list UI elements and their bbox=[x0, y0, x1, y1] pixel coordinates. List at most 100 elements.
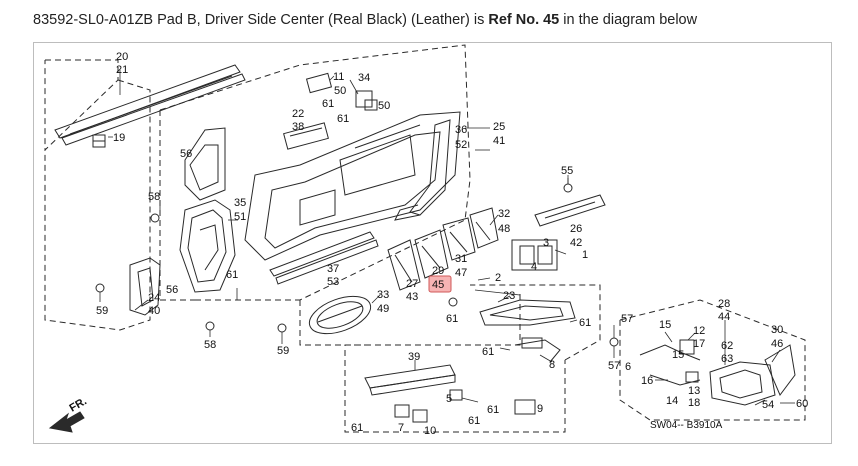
caption-ref-number: Ref No. 45 bbox=[488, 12, 560, 28]
label-57[interactable]: 57 bbox=[621, 313, 633, 325]
label-22[interactable]: 22 bbox=[292, 108, 304, 120]
label-52[interactable]: 52 bbox=[455, 139, 467, 151]
label-24[interactable]: 24 bbox=[148, 292, 160, 304]
bracket-56 bbox=[184, 127, 226, 201]
label-61[interactable]: 61 bbox=[487, 404, 499, 416]
label-18[interactable]: 18 bbox=[688, 397, 700, 409]
label-37[interactable]: 37 bbox=[327, 263, 339, 275]
label-59[interactable]: 59 bbox=[96, 305, 108, 317]
clip-5 bbox=[449, 389, 463, 401]
label-38[interactable]: 38 bbox=[292, 121, 304, 133]
label-40[interactable]: 40 bbox=[148, 305, 160, 317]
label-13[interactable]: 13 bbox=[688, 385, 700, 397]
label-8[interactable]: 8 bbox=[549, 359, 555, 371]
label-44[interactable]: 44 bbox=[718, 311, 730, 323]
label-56[interactable]: 56 bbox=[180, 148, 192, 160]
label-63[interactable]: 63 bbox=[721, 353, 733, 365]
label-9[interactable]: 9 bbox=[537, 403, 543, 415]
label-12[interactable]: 12 bbox=[693, 325, 705, 337]
label-43[interactable]: 43 bbox=[406, 291, 418, 303]
label-31[interactable]: 31 bbox=[455, 253, 467, 265]
label-61[interactable]: 61 bbox=[351, 422, 363, 434]
armrest-base-23 bbox=[479, 299, 576, 326]
label-1[interactable]: 1 bbox=[582, 249, 588, 261]
label-41[interactable]: 41 bbox=[493, 135, 505, 147]
label-20[interactable]: 20 bbox=[116, 51, 128, 63]
label-35[interactable]: 35 bbox=[234, 197, 246, 209]
pad-32 bbox=[469, 207, 499, 249]
label-5[interactable]: 5 bbox=[446, 393, 452, 405]
label-54[interactable]: 54 bbox=[762, 399, 774, 411]
label-34[interactable]: 34 bbox=[358, 72, 370, 84]
label-10[interactable]: 10 bbox=[424, 425, 436, 437]
label-3[interactable]: 3 bbox=[543, 237, 549, 249]
label-36[interactable]: 36 bbox=[455, 124, 467, 136]
caption-suffix: in the diagram below bbox=[559, 12, 698, 28]
label-11[interactable]: 11 bbox=[333, 71, 344, 83]
label-61[interactable]: 61 bbox=[468, 415, 480, 427]
label-33[interactable]: 33 bbox=[377, 289, 389, 301]
label-59[interactable]: 59 bbox=[277, 345, 289, 357]
cover-30 bbox=[764, 344, 796, 396]
label-25[interactable]: 25 bbox=[493, 121, 505, 133]
label-27[interactable]: 27 bbox=[406, 278, 418, 290]
label-42[interactable]: 42 bbox=[570, 237, 582, 249]
label-57[interactable]: 57 bbox=[608, 360, 620, 372]
label-53[interactable]: 53 bbox=[327, 276, 339, 288]
screw-58a bbox=[150, 213, 160, 223]
label-55[interactable]: 55 bbox=[561, 165, 573, 177]
label-4[interactable]: 4 bbox=[531, 261, 537, 273]
label-16[interactable]: 16 bbox=[641, 375, 653, 387]
group-outline-door bbox=[159, 44, 806, 433]
pad-27 bbox=[387, 239, 421, 291]
label-32[interactable]: 32 bbox=[498, 208, 510, 220]
label-6[interactable]: 6 bbox=[625, 361, 631, 373]
label-14[interactable]: 14 bbox=[666, 395, 678, 407]
screw-58b bbox=[205, 321, 215, 331]
label-61[interactable]: 61 bbox=[322, 98, 334, 110]
label-49[interactable]: 49 bbox=[377, 303, 389, 315]
label-30[interactable]: 30 bbox=[771, 324, 783, 336]
door-panel-main bbox=[244, 111, 461, 261]
label-47[interactable]: 47 bbox=[455, 267, 467, 279]
label-50[interactable]: 50 bbox=[334, 85, 346, 97]
screw-61 bbox=[448, 297, 458, 307]
label-61[interactable]: 61 bbox=[337, 113, 349, 125]
label-62[interactable]: 62 bbox=[721, 340, 733, 352]
label-45[interactable]: 45 bbox=[432, 279, 444, 291]
pad-31 bbox=[442, 217, 476, 261]
label-15[interactable]: 15 bbox=[659, 319, 671, 331]
label-51[interactable]: 51 bbox=[234, 211, 246, 223]
label-48[interactable]: 48 bbox=[498, 223, 510, 235]
label-15[interactable]: 15 bbox=[672, 349, 684, 361]
label-2[interactable]: 2 bbox=[495, 272, 501, 284]
label-61[interactable]: 61 bbox=[226, 269, 238, 281]
front-direction-arrow bbox=[48, 411, 85, 433]
label-23[interactable]: 23 bbox=[503, 290, 515, 302]
caption-prefix: 83592-SL0-A01ZB Pad B, Driver Side Cente… bbox=[33, 12, 489, 28]
label-61[interactable]: 61 bbox=[579, 317, 591, 329]
switch-bezel-3 bbox=[511, 239, 558, 271]
label-58[interactable]: 58 bbox=[148, 191, 160, 203]
label-56[interactable]: 56 bbox=[166, 284, 178, 296]
label-28[interactable]: 28 bbox=[718, 298, 730, 310]
switch-panel-22 bbox=[283, 122, 329, 150]
label-29[interactable]: 29 bbox=[432, 265, 444, 277]
label-61[interactable]: 61 bbox=[482, 346, 494, 358]
label-19[interactable]: 19 bbox=[113, 132, 125, 144]
group-outline-left bbox=[44, 59, 300, 331]
label-17[interactable]: 17 bbox=[693, 338, 705, 350]
inner-handle-28 bbox=[709, 361, 776, 406]
label-61[interactable]: 61 bbox=[446, 313, 458, 325]
label-7[interactable]: 7 bbox=[398, 422, 404, 434]
screw-59a bbox=[95, 283, 105, 293]
label-21[interactable]: 21 bbox=[116, 64, 128, 76]
label-26[interactable]: 26 bbox=[570, 223, 582, 235]
armrest-26 bbox=[534, 194, 606, 227]
label-46[interactable]: 46 bbox=[771, 338, 783, 350]
screw-57 bbox=[609, 337, 619, 347]
label-58[interactable]: 58 bbox=[204, 339, 216, 351]
label-60[interactable]: 60 bbox=[796, 398, 808, 410]
label-39[interactable]: 39 bbox=[408, 351, 420, 363]
label-50[interactable]: 50 bbox=[378, 100, 390, 112]
